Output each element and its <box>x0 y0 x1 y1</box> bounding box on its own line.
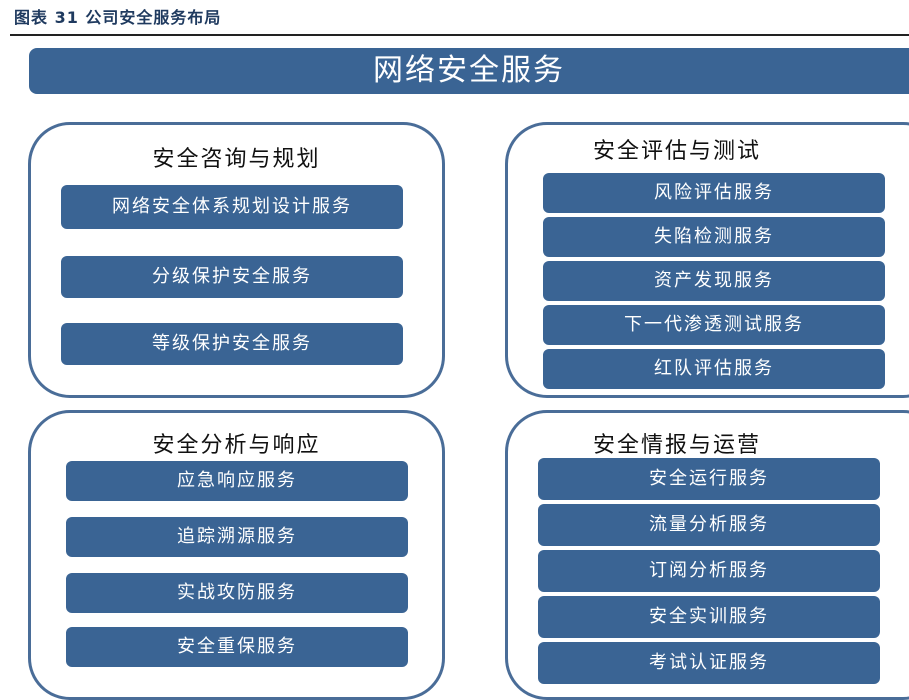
group-intelligence: 安全情报与运营 安全运行服务 流量分析服务 订阅分析服务 安全实训服务 考试认证… <box>505 410 909 700</box>
figure-caption: 图表 31 公司安全服务布局 <box>14 8 222 27</box>
group-consulting: 安全咨询与规划 网络安全体系规划设计服务 分级保护安全服务 等级保护安全服务 <box>28 122 445 398</box>
service-box: 安全运行服务 <box>538 458 880 500</box>
group-intelligence-title: 安全情报与运营 <box>592 433 761 458</box>
service-box: 失陷检测服务 <box>543 217 885 257</box>
service-box: 实战攻防服务 <box>66 573 408 613</box>
service-box: 应急响应服务 <box>66 461 408 501</box>
service-box: 流量分析服务 <box>538 504 880 546</box>
group-response: 安全分析与响应 应急响应服务 追踪溯源服务 实战攻防服务 安全重保服务 <box>28 410 445 700</box>
service-box: 等级保护安全服务 <box>61 323 403 365</box>
service-box: 追踪溯源服务 <box>66 517 408 557</box>
group-response-title: 安全分析与响应 <box>152 433 321 458</box>
service-box: 分级保护安全服务 <box>61 256 403 298</box>
service-box: 安全实训服务 <box>538 596 880 638</box>
group-consulting-title: 安全咨询与规划 <box>152 147 321 172</box>
group-assessment: 安全评估与测试 风险评估服务 失陷检测服务 资产发现服务 下一代渗透测试服务 红… <box>505 122 909 398</box>
caption-divider <box>10 34 909 36</box>
group-assessment-title: 安全评估与测试 <box>592 139 761 164</box>
service-box: 下一代渗透测试服务 <box>543 305 885 345</box>
main-banner: 网络安全服务 <box>29 48 909 94</box>
service-box: 考试认证服务 <box>538 642 880 684</box>
service-box: 网络安全体系规划设计服务 <box>61 185 403 229</box>
service-box: 风险评估服务 <box>543 173 885 213</box>
service-box: 红队评估服务 <box>543 349 885 389</box>
service-box: 安全重保服务 <box>66 627 408 667</box>
service-box: 订阅分析服务 <box>538 550 880 592</box>
service-box: 资产发现服务 <box>543 261 885 301</box>
